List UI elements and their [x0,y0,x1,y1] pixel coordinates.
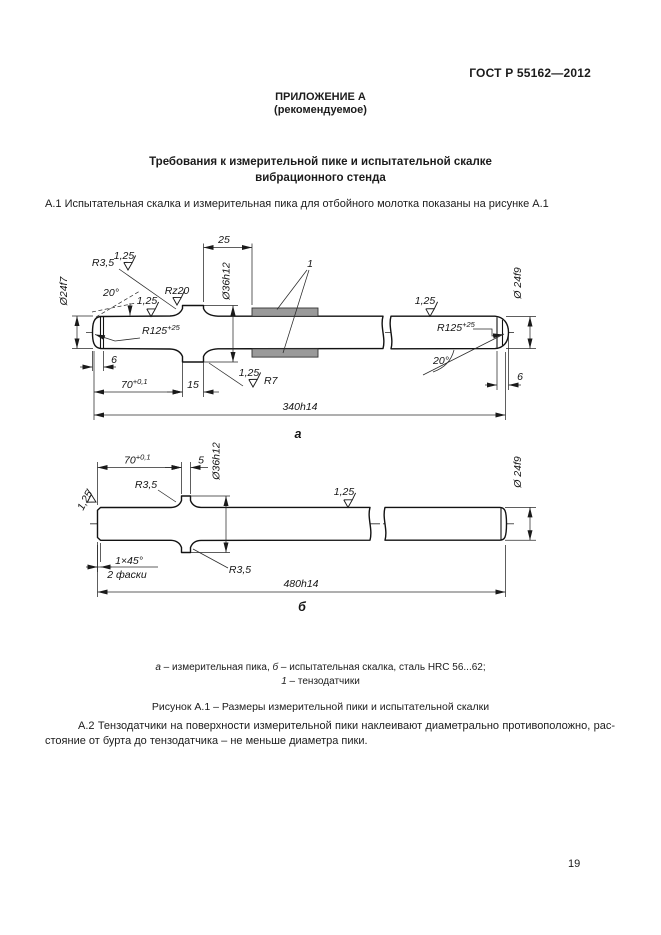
testbar-drawing-b: 70+0,1 5 Ø36h12 R3,5 1,25 1,25 1×45° 2 ф… [75,442,536,614]
dim-25: 25 [217,234,230,246]
label-r35-b-bottom: R3,5 [229,564,251,576]
roughness-125-b-left: 1,25 [75,489,95,513]
figure-a1-drawing: 25 Ø36h12 Ø24f7 6 70+0,1 15 340h1 [58,234,536,614]
dim-6-left: 6 [111,354,117,366]
dim-15: 15 [187,379,199,391]
dim-dia24f9-b: Ø 24f9 [512,456,524,489]
appendix-heading: ПРИЛОЖЕНИЕ А (рекомендуемое) [40,91,601,117]
dim-70-a: 70+0,1 [121,377,148,391]
page-number: 19 [568,858,581,870]
angle-20-left: 20° [102,287,119,299]
figure-key-line2: 1 – тензодатчики [281,675,360,687]
roughness-rz20: Rz20 [165,285,190,297]
doc-number: ГОСТ Р 55162—2012 [469,66,591,80]
part-label-b: б [298,600,307,614]
appendix-subtitle: (рекомендуемое) [274,104,367,116]
paragraph-a2-line2: стояние от бурта до тензодатчика – не ме… [45,735,368,747]
pike-body-right [389,315,510,350]
pike-right-nose-edges [496,317,504,348]
section-title: Требования к измерительной пике и испыта… [40,155,601,186]
paragraph-a2: А.2 Тензодатчики на поверхности измерите… [45,719,615,749]
pike-nose-edges [99,316,105,349]
appendix-title: ПРИЛОЖЕНИЕ А [275,91,366,103]
angle-20-right: 20° [432,355,449,367]
strain-gauge-bottom [251,348,319,358]
key-1: 1 [281,675,287,687]
key-a: а [155,662,161,673]
figure-caption: Рисунок А.1 – Размеры измерительной пики… [151,701,490,713]
dim-dia36-a: Ø36h12 [221,262,233,301]
roughness-125-shaft-right: 1,25 [415,295,436,307]
label-r125-right: R125+25 [437,320,476,334]
key-b: б [272,662,279,673]
paragraph-a1: А.1 Испытательная скалка и измерительная… [45,198,549,210]
roughness-125-b-right: 1,25 [334,486,355,498]
dim-5: 5 [198,455,204,467]
roughness-125-shaft-left: 1,25 [137,295,158,307]
roughness-125-r7: 1,25 [239,367,260,379]
figure-key: а – измерительная пика, б – испытательна… [40,661,601,688]
dim-6-right: 6 [517,371,523,383]
part-label-a: а [295,427,302,441]
callout-1: 1 [307,258,313,270]
dim-chamfer: 1×45° [115,555,143,567]
testbar-body [96,495,372,554]
dim-dia36-b: Ø36h12 [211,442,223,481]
pike-body [91,304,385,363]
dim-480h14: 480h14 [283,578,318,590]
label-r35-b-top: R3,5 [135,479,157,491]
label-r35-a: R3,5 [92,257,114,269]
label-r7: R7 [264,375,279,387]
section-title-line1: Требования к измерительной пике и испыта… [149,156,492,168]
roughness-125-tl: 1,25 [114,250,135,262]
dim-dia24f7: Ø24f7 [58,276,70,307]
dim-70-b: 70+0,1 [124,453,151,467]
pike-drawing-a: 25 Ø36h12 Ø24f7 6 70+0,1 15 340h1 [58,234,536,441]
dim-dia24f9-a: Ø 24f9 [512,267,524,300]
dim-chamfer-note: 2 фаски [106,569,147,581]
figure-key-line1: а – измерительная пика, б – испытательна… [155,662,486,673]
strain-gauge-top [251,307,319,317]
testbar-body-right [383,506,508,541]
paragraph-a2-line1: А.2 Тензодатчики на поверхности измерите… [78,720,615,732]
label-r125-left: R125+25 [142,323,181,337]
section-title-line2: вибрационного стенда [255,171,386,184]
dim-340h14: 340h14 [282,401,317,413]
